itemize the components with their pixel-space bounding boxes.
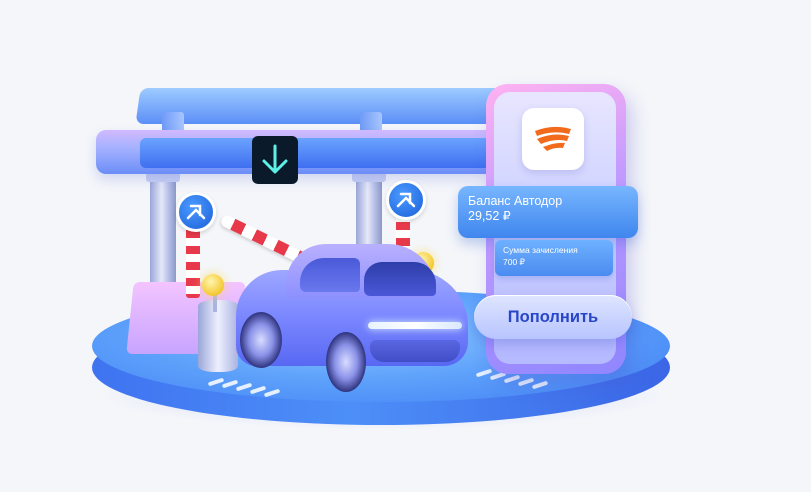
car-wheel-front — [240, 312, 282, 368]
topup-button[interactable]: Пополнить — [474, 295, 632, 339]
canopy-roof — [135, 88, 513, 124]
balance-title: Баланс Автодор — [468, 194, 563, 208]
canopy-band — [140, 138, 490, 168]
car-side-window — [300, 258, 360, 292]
booth-pillar — [198, 300, 238, 372]
road-sign-icon — [176, 192, 216, 232]
credit-amount-card: Сумма зачисления 700 ₽ — [495, 240, 613, 276]
car-bumper — [370, 340, 460, 362]
avtodor-logo-icon — [522, 108, 584, 170]
car-wheel-rear — [326, 332, 366, 392]
pillar-left — [150, 174, 176, 300]
lamp-icon — [202, 274, 224, 296]
balance-value: 29,52 ₽ — [468, 209, 511, 223]
credit-amount-value: 700 ₽ — [503, 257, 525, 267]
striped-post-left — [186, 222, 200, 298]
car-rear-light — [368, 322, 462, 329]
credit-amount-title: Сумма зачисления — [503, 245, 578, 255]
car-rear-window — [364, 262, 436, 296]
arrow-down-icon — [252, 136, 298, 184]
road-sign-icon — [386, 180, 426, 220]
balance-card: Баланс Автодор 29,52 ₽ — [458, 186, 638, 238]
